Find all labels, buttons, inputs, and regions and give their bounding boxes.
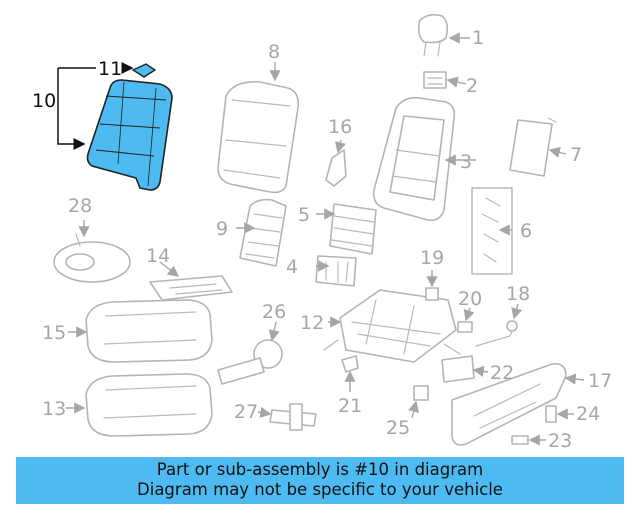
- bracket-part-16[interactable]: [325, 149, 347, 187]
- callout-28: 28: [68, 195, 92, 217]
- info-banner: Part or sub-assembly is #10 in diagram D…: [16, 457, 624, 504]
- callout-22: 22: [490, 362, 514, 384]
- gear-part-27[interactable]: [269, 403, 317, 431]
- callout-17: 17: [588, 370, 612, 392]
- callout-5: 5: [298, 204, 310, 226]
- callout-14: 14: [146, 245, 170, 267]
- callout-20: 20: [458, 288, 482, 310]
- callout-25: 25: [386, 417, 410, 439]
- headrest-guide-part-2[interactable]: [423, 71, 447, 89]
- switch-bracket-part-22[interactable]: [441, 355, 475, 383]
- callout-3: 3: [460, 151, 472, 173]
- banner-line-2: Diagram may not be specific to your vehi…: [137, 480, 503, 499]
- callout-13: 13: [42, 398, 66, 420]
- seat-back-pad-part-8[interactable]: [217, 80, 300, 194]
- knob-part-23[interactable]: [511, 435, 529, 445]
- motor-part-28[interactable]: [53, 233, 131, 283]
- leader-lines: [57, 32, 585, 446]
- callout-4: 4: [286, 256, 298, 278]
- callout-8: 8: [268, 41, 280, 63]
- heater-part-9[interactable]: [239, 198, 287, 267]
- callout-19: 19: [420, 247, 444, 269]
- callout-2: 2: [466, 75, 478, 97]
- callout-10[interactable]: 10: [32, 90, 56, 112]
- seat-cushion-cover-part-15[interactable]: [85, 299, 213, 363]
- callout-16: 16: [328, 116, 352, 138]
- lumbar-part-4[interactable]: [315, 255, 357, 287]
- heater-mat-part-14[interactable]: [149, 275, 233, 301]
- callout-23: 23: [548, 430, 572, 452]
- clip-part-19[interactable]: [425, 287, 439, 301]
- callout-27: 27: [234, 401, 258, 423]
- seat-back-frame-part-3[interactable]: [372, 96, 456, 222]
- headrest-part-1[interactable]: [417, 13, 449, 57]
- clip-part-20[interactable]: [457, 321, 473, 333]
- callout-9: 9: [216, 218, 228, 240]
- recliner-motor-part-26[interactable]: [217, 339, 283, 385]
- callout-15: 15: [42, 322, 66, 344]
- callout-26: 26: [262, 301, 286, 323]
- seat-track-frame-part-12[interactable]: [323, 289, 461, 363]
- callout-6: 6: [520, 220, 532, 242]
- pad-part-7[interactable]: [509, 117, 557, 177]
- callout-7: 7: [570, 144, 582, 166]
- clip-part-11[interactable]: [131, 63, 157, 78]
- callout-24: 24: [576, 403, 600, 425]
- cable-part-18[interactable]: [475, 320, 518, 347]
- banner-line-1: Part or sub-assembly is #10 in diagram: [156, 460, 484, 479]
- spring-mat-part-5[interactable]: [329, 203, 377, 255]
- knob-part-24[interactable]: [545, 405, 557, 423]
- hardware-kit-part-6[interactable]: [471, 187, 513, 275]
- seat-back-cover-part-10[interactable]: [86, 79, 173, 191]
- callout-11[interactable]: 11: [98, 58, 122, 80]
- side-shield-part-17[interactable]: [451, 362, 567, 446]
- callout-1: 1: [472, 27, 484, 49]
- callout-18: 18: [506, 283, 530, 305]
- seat-cushion-pad-part-13[interactable]: [85, 373, 213, 437]
- callout-12: 12: [300, 312, 324, 334]
- callout-21: 21: [338, 395, 362, 417]
- bracket-part-21[interactable]: [341, 355, 359, 373]
- connector-part-25[interactable]: [413, 385, 429, 401]
